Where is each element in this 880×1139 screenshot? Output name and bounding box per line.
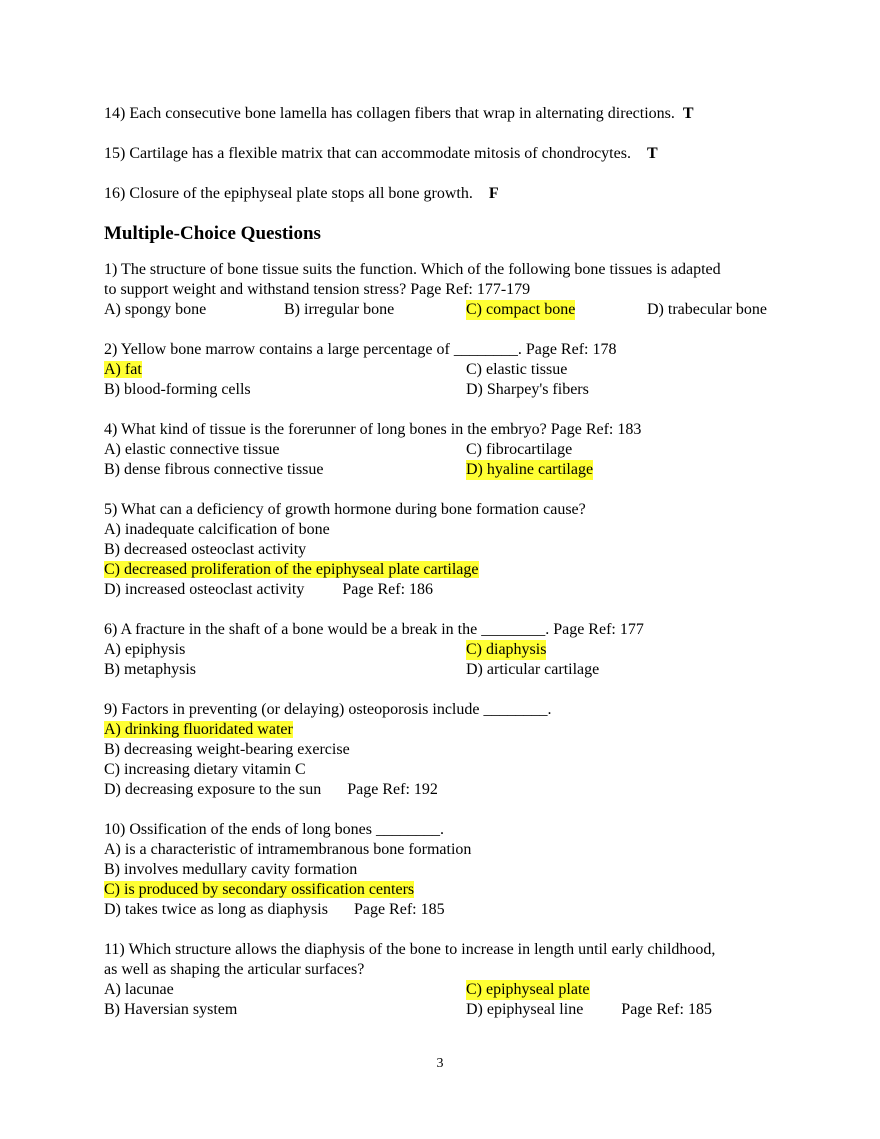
option-d-correct: D) hyaline cartilage [466, 460, 594, 480]
page-ref: Page Ref: 192 [347, 781, 438, 798]
option-d: D) takes twice as long as diaphysis [104, 901, 328, 918]
document-page: 14) Each consecutive bone lamella has co… [104, 104, 794, 1040]
option-c-correct: C) is produced by secondary ossification… [104, 881, 415, 898]
tf-text: 16) Closure of the epiphyseal plate stop… [104, 185, 473, 202]
option-c-correct: C) diaphysis [466, 640, 547, 660]
option-a-correct: A) drinking fluoridated water [104, 721, 293, 738]
mc-question-1: 1) The structure of bone tissue suits th… [104, 260, 794, 320]
question-stem: 1) The structure of bone tissue suits th… [104, 261, 721, 278]
question-stem: 4) What kind of tissue is the forerunner… [104, 421, 642, 438]
section-heading: Multiple-Choice Questions [104, 223, 321, 244]
mc-question-10: 10) Ossification of the ends of long bon… [104, 820, 794, 920]
question-stem: 2) Yellow bone marrow contains a large p… [104, 341, 617, 358]
page-ref: Page Ref: 186 [342, 581, 434, 598]
option-d: D) Sharpey's fibers [466, 381, 589, 398]
tf-text: 15) Cartilage has a flexible matrix that… [104, 145, 631, 162]
option-c: C) fibrocartilage [466, 441, 573, 458]
question-stem: 9) Factors in preventing (or delaying) o… [104, 701, 552, 718]
option-d: D) decreasing exposure to the sun [104, 781, 322, 798]
tf-answer: T [682, 105, 694, 122]
page-number: 3 [436, 1056, 444, 1071]
option-a: A) lacunae [104, 981, 174, 998]
options-row: A) spongy bone B) irregular bone C) comp… [104, 300, 794, 320]
question-stem: to support weight and withstand tension … [104, 281, 531, 298]
mc-question-11: 11) Which structure allows the diaphysis… [104, 940, 794, 1020]
tf-question-15: 15) Cartilage has a flexible matrix that… [104, 144, 794, 164]
question-stem: 10) Ossification of the ends of long bon… [104, 821, 444, 838]
option-d: D) articular cartilage [466, 661, 600, 678]
option-d: D) epiphyseal line [466, 1001, 584, 1018]
question-stem: 6) A fracture in the shaft of a bone wou… [104, 621, 644, 638]
option-d: D) increased osteoclast activity [104, 581, 305, 598]
question-stem: 5) What can a deficiency of growth hormo… [104, 501, 586, 518]
option-b: B) irregular bone [284, 301, 395, 318]
option-b: B) involves medullary cavity formation [104, 861, 358, 878]
mc-question-6: 6) A fracture in the shaft of a bone wou… [104, 620, 794, 680]
option-b: B) decreasing weight-bearing exercise [104, 741, 350, 758]
tf-question-16: 16) Closure of the epiphyseal plate stop… [104, 184, 794, 204]
option-a: A) elastic connective tissue [104, 441, 280, 458]
page-ref: Page Ref: 185 [621, 1001, 712, 1018]
option-a: A) epiphysis [104, 641, 186, 658]
option-b: B) blood-forming cells [104, 381, 251, 398]
option-b: B) metaphysis [104, 661, 196, 678]
option-b: B) decreased osteoclast activity [104, 541, 307, 558]
option-c: C) increasing dietary vitamin C [104, 761, 306, 778]
mc-question-5: 5) What can a deficiency of growth hormo… [104, 500, 794, 600]
option-a-correct: A) fat [104, 361, 142, 378]
option-a: A) spongy bone [104, 301, 207, 318]
page-ref: Page Ref: 185 [353, 901, 445, 918]
tf-answer: F [488, 185, 499, 202]
option-c-correct: C) decreased proliferation of the epiphy… [104, 561, 479, 578]
option-a: A) inadequate calcification of bone [104, 521, 330, 538]
option-c-correct: C) epiphyseal plate [466, 980, 590, 1000]
tf-question-14: 14) Each consecutive bone lamella has co… [104, 104, 794, 124]
tf-text: 14) Each consecutive bone lamella has co… [104, 105, 675, 122]
tf-answer: T [646, 145, 658, 162]
option-c: C) elastic tissue [466, 361, 568, 378]
option-b: B) Haversian system [104, 1001, 238, 1018]
option-b: B) dense fibrous connective tissue [104, 461, 324, 478]
mc-question-9: 9) Factors in preventing (or delaying) o… [104, 700, 794, 800]
question-stem: 11) Which structure allows the diaphysis… [104, 941, 716, 958]
option-d: D) trabecular bone [647, 301, 767, 318]
mc-question-4: 4) What kind of tissue is the forerunner… [104, 420, 794, 480]
option-c-correct: C) compact bone [466, 300, 576, 320]
mc-question-2: 2) Yellow bone marrow contains a large p… [104, 340, 794, 400]
option-a: A) is a characteristic of intramembranou… [104, 841, 472, 858]
question-stem: as well as shaping the articular surface… [104, 961, 365, 978]
